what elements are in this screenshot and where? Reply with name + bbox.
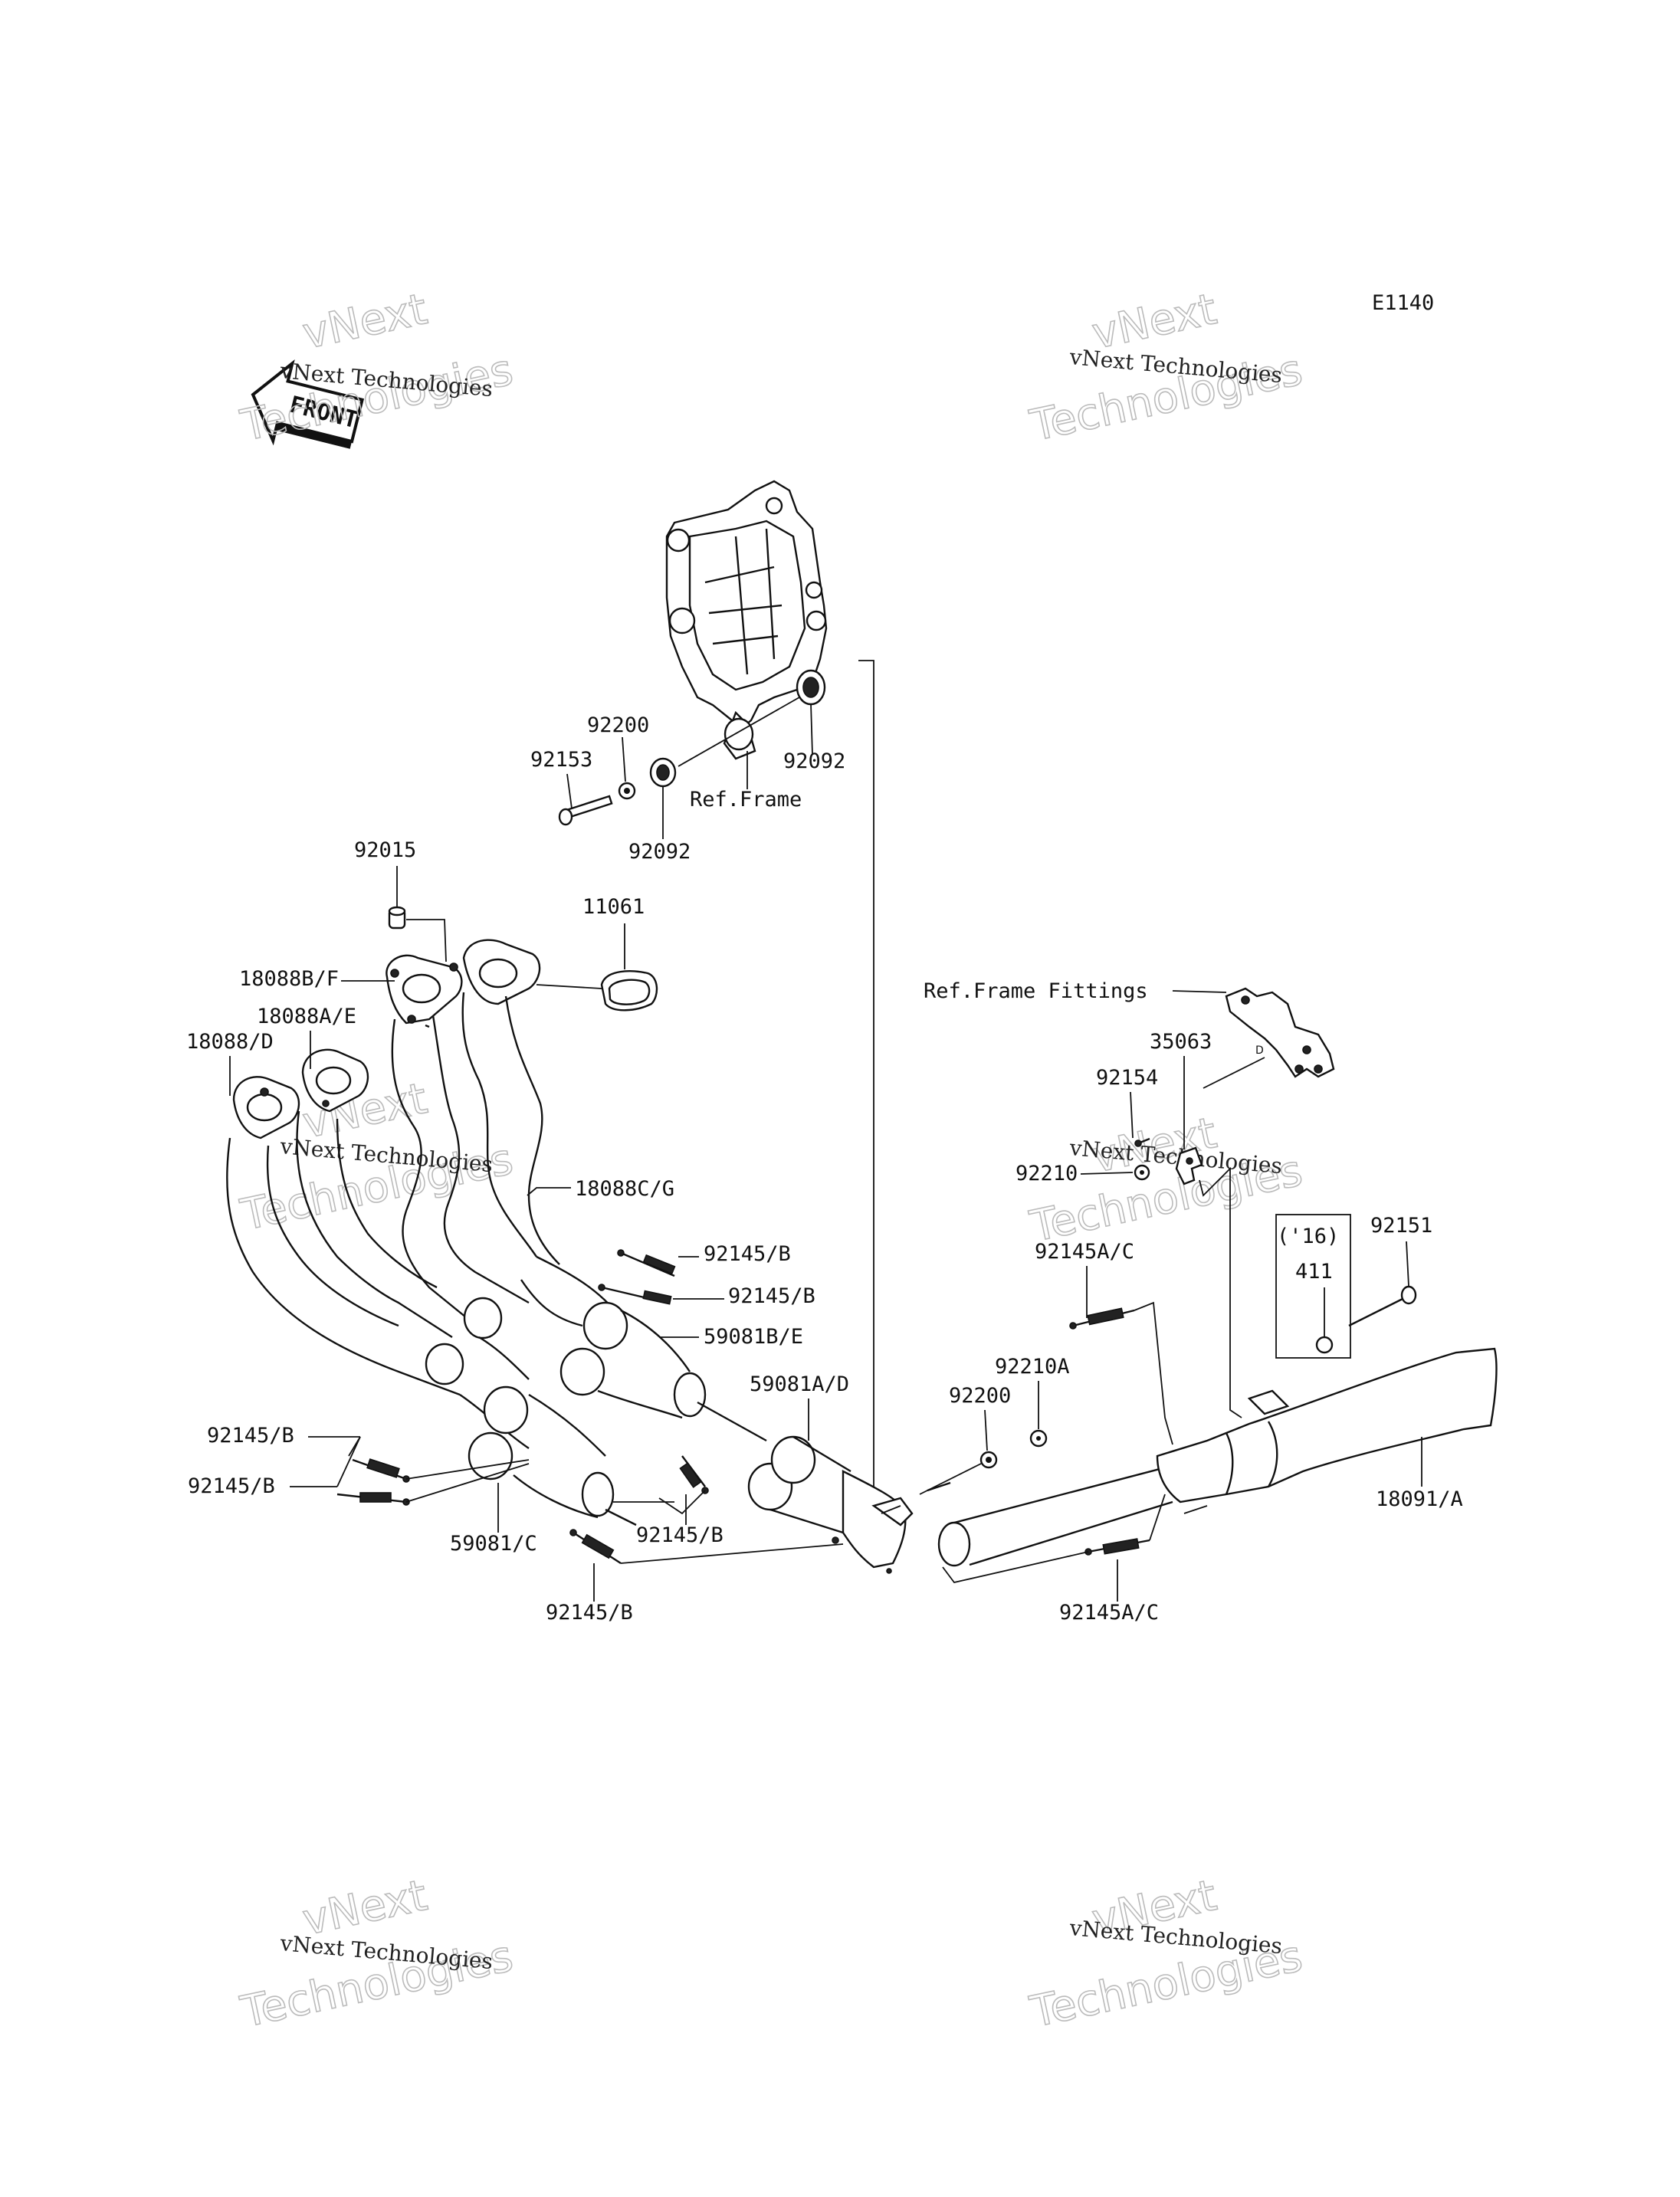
watermark-top-left: vNext Technologies vNext Technologies — [236, 284, 518, 451]
watermark-bottom-left: vNext Technologies vNext Technologies — [236, 1870, 518, 2038]
callout-92145B-2: 92145/B — [728, 1284, 815, 1308]
callout-92153: 92153 — [530, 748, 592, 772]
callout-411: 411 — [1295, 1260, 1333, 1284]
callout-11061: 11061 — [582, 895, 645, 919]
spring-92145B-3 — [352, 1458, 410, 1483]
callout-92092-right: 92092 — [783, 749, 845, 773]
callout-35063: 35063 — [1150, 1030, 1212, 1054]
cap-92015 — [388, 906, 406, 930]
callout-92200-bottom: 92200 — [949, 1384, 1011, 1408]
frame-fittings-bracket: D — [1225, 987, 1335, 1078]
callout-18091A: 18091/A — [1376, 1487, 1463, 1511]
exhaust-header-18088BF — [386, 954, 530, 1338]
ref-frame-label: Ref.Frame — [690, 788, 802, 812]
spring-92145AC-bottom — [1084, 1538, 1150, 1556]
spring-92145AC-top — [1069, 1307, 1135, 1330]
callout-92015: 92015 — [354, 838, 416, 862]
bolt-92154 — [1134, 1137, 1150, 1147]
callout-92145B-3: 92145/B — [207, 1424, 294, 1448]
bushing-92092-left — [649, 757, 677, 788]
ref-frame-fittings-label: Ref.Frame Fittings — [924, 979, 1148, 1003]
front-arrow-icon: FRONT — [251, 359, 365, 449]
callout-92145B-5: 92145/B — [636, 1523, 724, 1547]
callout-92151: 92151 — [1370, 1214, 1432, 1238]
spring-92145B-1 — [617, 1249, 676, 1277]
callout-18088AE: 18088A/E — [257, 1005, 356, 1028]
callout-16: ('16) — [1277, 1225, 1339, 1248]
watermark-big-text: vNext — [298, 284, 431, 359]
link-pipe — [927, 1462, 1181, 1567]
year-note-box — [1275, 1214, 1351, 1359]
bolt-92151 — [1348, 1285, 1417, 1327]
spring-92145B-6 — [569, 1529, 622, 1565]
gasket-11061 — [600, 970, 658, 1012]
collector-59081AD — [747, 1435, 914, 1574]
exhaust-header-18088D — [226, 1076, 461, 1396]
bolt-92153 — [558, 795, 613, 826]
callout-92145B-4: 92145/B — [188, 1474, 275, 1498]
exhaust-header-18088AE — [296, 1048, 503, 1385]
washer-411 — [1315, 1336, 1334, 1354]
callout-59081C: 59081/C — [450, 1532, 537, 1556]
callout-92145B-1: 92145/B — [704, 1242, 791, 1266]
muffler-18091A — [1156, 1347, 1498, 1514]
spring-92145B-5 — [679, 1455, 709, 1494]
nut-92210 — [1134, 1164, 1150, 1181]
washer-92200-top — [618, 782, 636, 800]
callout-92145AC-top: 92145A/C — [1035, 1240, 1134, 1264]
callout-92145B-6: 92145/B — [546, 1601, 633, 1625]
bushing-92092-right — [796, 669, 826, 706]
collector-59081C — [459, 1336, 637, 1526]
washer-92200-bottom — [979, 1451, 998, 1469]
exhaust-header-18088CG-top — [425, 939, 560, 1265]
callout-18088BF: 18088B/F — [239, 967, 339, 991]
callout-92200-top: 92200 — [587, 713, 649, 737]
diagram-code: E1140 — [1372, 291, 1434, 315]
spring-92145B-2 — [598, 1284, 672, 1305]
watermark-bottom-right: vNext Technologies vNext Technologies — [1025, 1870, 1308, 2038]
callout-92154: 92154 — [1096, 1066, 1158, 1090]
callout-92210A: 92210A — [995, 1355, 1070, 1379]
callout-92210: 92210 — [1016, 1162, 1078, 1185]
nut-92210A — [1029, 1429, 1048, 1448]
callout-59081BE: 59081B/E — [704, 1325, 803, 1349]
spring-92145B-4 — [336, 1492, 410, 1506]
watermark-top-right: vNext Technologies vNext Technologies — [1025, 284, 1308, 451]
callout-92145AC-bottom: 92145A/C — [1059, 1601, 1159, 1625]
svg-text:D: D — [1255, 1044, 1264, 1057]
frame-bracket — [665, 480, 828, 760]
callout-92092-left: 92092 — [628, 840, 691, 864]
callout-18088D: 18088/D — [186, 1030, 274, 1054]
callout-18088CG: 18088C/G — [575, 1177, 674, 1201]
callout-59081AD: 59081A/D — [750, 1372, 849, 1396]
bracket-35063 — [1175, 1146, 1203, 1185]
collector-59081BE — [520, 1255, 767, 1442]
